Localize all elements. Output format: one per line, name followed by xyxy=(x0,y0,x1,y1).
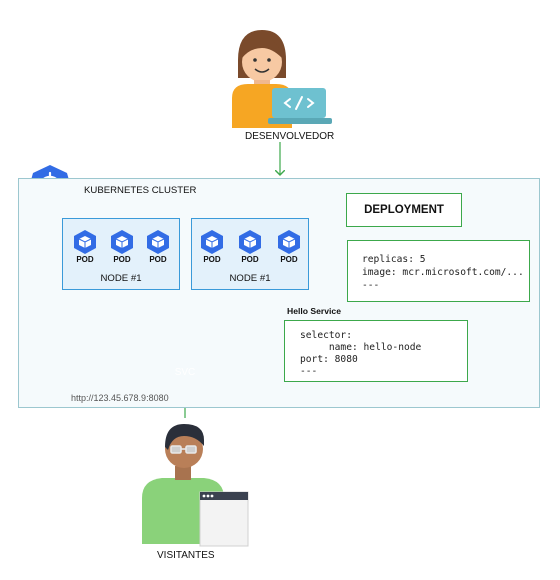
deployment-spec-line: --- xyxy=(362,280,380,291)
visitors-label: VISITANTES xyxy=(157,550,215,561)
pod-icon xyxy=(278,230,300,254)
pod-item[interactable]: POD xyxy=(197,229,227,264)
service-spec-line: name: hello-node xyxy=(300,342,422,353)
developer-illustration xyxy=(232,30,332,128)
pod-item[interactable]: POD xyxy=(107,229,137,264)
service-spec-box: selector: name: hello-node port: 8080 --… xyxy=(284,320,468,382)
pod-label: POD xyxy=(203,255,221,264)
service-url[interactable]: http://123.45.678.9:8080 xyxy=(71,393,169,403)
pod-label: POD xyxy=(241,255,259,264)
pod-icon xyxy=(201,230,223,254)
pod-item[interactable]: POD xyxy=(70,229,100,264)
service-title: Hello Service xyxy=(287,306,341,316)
service-spec-line: selector: xyxy=(300,330,352,341)
pod-icon xyxy=(147,230,169,254)
pod-icon xyxy=(74,230,96,254)
deployment-title: DEPLOYMENT xyxy=(364,204,444,216)
deployment-spec-box: replicas: 5 image: mcr.microsoft.com/...… xyxy=(347,240,530,302)
cluster-title: KUBERNETES CLUSTER xyxy=(84,185,197,196)
pod-item[interactable]: POD xyxy=(274,229,304,264)
service-spec-line: --- xyxy=(300,366,318,377)
pod-label: POD xyxy=(149,255,167,264)
node-box[interactable]: POD POD POD NODE #1 xyxy=(191,218,309,290)
visitor-illustration xyxy=(142,424,249,547)
node-box[interactable]: POD POD POD NODE #1 xyxy=(62,218,180,290)
pod-icon xyxy=(239,230,261,254)
deployment-box[interactable]: DEPLOYMENT xyxy=(346,193,462,227)
pod-item[interactable]: POD xyxy=(143,229,173,264)
pod-icon xyxy=(111,230,133,254)
service-spec-line: port: 8080 xyxy=(300,354,358,365)
deployment-spec-line: image: mcr.microsoft.com/... xyxy=(362,267,524,278)
pod-label: POD xyxy=(280,255,298,264)
pod-label: POD xyxy=(76,255,94,264)
pod-label: POD xyxy=(113,255,131,264)
developer-label: DESENVOLVEDOR xyxy=(245,131,335,142)
svc-label: SVC xyxy=(174,367,196,378)
deployment-spec-line: replicas: 5 xyxy=(362,254,426,265)
pod-item[interactable]: POD xyxy=(235,229,265,264)
node-label: NODE #1 xyxy=(100,273,142,284)
node-label: NODE #1 xyxy=(229,273,271,284)
